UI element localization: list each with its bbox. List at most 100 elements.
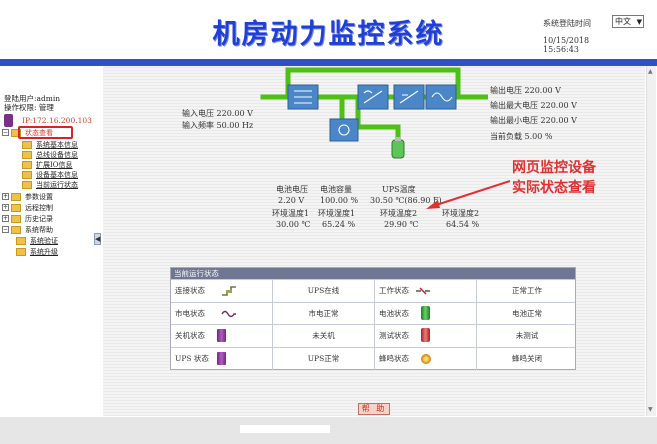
- page-icon: [22, 161, 32, 169]
- page-icon: [22, 141, 32, 149]
- buzzer-status-cell: 蜂鸣状态: [375, 347, 477, 370]
- nav-label: 系统基本信息: [36, 141, 78, 149]
- env-hum1-label: 环境湿度1: [318, 209, 356, 218]
- table-row: 市电状态 市电正常 电池状态 电池正常: [171, 301, 575, 325]
- device-ip-text: IP:172.16.200.103: [22, 116, 92, 125]
- connection-status-value: UPS在线: [273, 280, 375, 303]
- buzzer-icon: [421, 353, 431, 364]
- connection-status-cell: 连接状态: [171, 280, 273, 303]
- output-module-icon: [425, 84, 457, 110]
- expand-icon[interactable]: +: [2, 204, 9, 211]
- shutdown-status-cell: 关机状态: [171, 325, 273, 348]
- folder-icon: [11, 204, 21, 212]
- battery-icon: [217, 329, 226, 342]
- table-row: 连接状态 UPS在线 工作状态 正常工作: [171, 279, 575, 303]
- sidebar-collapse-button[interactable]: ◀: [94, 233, 101, 245]
- nav-label: 系统验证: [30, 237, 58, 245]
- current-load: 当前负载 5.00 %: [490, 132, 553, 141]
- footer-bar: [240, 425, 330, 433]
- expand-icon[interactable]: +: [2, 215, 9, 222]
- battery-voltage-value: 2.20 V: [278, 196, 305, 205]
- header-band: [0, 59, 657, 66]
- input-frequency: 输入频率 50.00 Hz: [182, 121, 254, 130]
- cell-label: 连接状态: [175, 286, 205, 295]
- folder-icon: [11, 215, 21, 223]
- env-temp1-value: 30.00 ℃: [276, 220, 311, 229]
- env-hum2-label: 环境湿度2: [442, 209, 480, 218]
- battery-capacity-label: 电池容量: [320, 185, 352, 194]
- chevron-down-icon: ▼: [636, 18, 642, 26]
- battery-capacity-value: 100.00 %: [320, 196, 359, 205]
- nav-label: 系统帮助: [25, 226, 53, 234]
- collapse-icon[interactable]: −: [2, 226, 9, 233]
- folder-icon: [11, 226, 21, 234]
- sidebar: 登陆用户:admin 操作权限: 管理 IP:172.16.200.103 − …: [0, 66, 93, 416]
- env-hum1-value: 65.24 %: [322, 220, 356, 229]
- cell-label: 测试状态: [379, 331, 409, 340]
- battery-terminal: [395, 137, 401, 141]
- battery-red-icon: [421, 328, 430, 342]
- output-max-voltage: 输出最大电压 220.00 V: [490, 101, 577, 110]
- page-icon: [16, 248, 26, 256]
- output-voltage: 输出电压 220.00 V: [490, 86, 561, 95]
- mains-status-cell: 市电状态: [171, 302, 273, 325]
- charger-module-icon: [329, 118, 359, 142]
- work-status-cell: 工作状态: [375, 280, 477, 303]
- table-row: 关机状态 未关机 测试状态 未测试: [171, 324, 575, 348]
- login-user: 登陆用户:admin: [4, 94, 61, 103]
- header: 机房动力监控系统 系统登陆时间 中文 ▼ 10/15/2018 15:56:43: [0, 0, 657, 58]
- cell-label: 关机状态: [175, 331, 205, 340]
- nav-label: 扩展IO信息: [36, 161, 73, 169]
- ups-status-cell: UPS 状态: [171, 347, 273, 370]
- ups-temp-value: 30.50 ℃(86.90 F): [370, 196, 442, 205]
- page-icon: [22, 151, 32, 159]
- battery-status-value: 电池正常: [512, 308, 542, 318]
- battery-status-cell: 电池状态: [375, 302, 477, 325]
- test-status-value: 未测试: [515, 331, 539, 340]
- buzzer-status-value: 蜂鸣关闭: [512, 353, 542, 363]
- nav-label: 远程控制: [25, 204, 53, 212]
- nav-label: 总线设备信息: [36, 151, 78, 159]
- status-table-title: 当前运行状态: [171, 268, 575, 279]
- nav-label: 当前运行状态: [36, 181, 78, 189]
- bypass-line: [285, 67, 461, 100]
- mains-status-value: 市电正常: [273, 302, 375, 325]
- sine-wave-icon: [221, 310, 236, 317]
- battery-green-icon: [421, 305, 430, 320]
- battery-icon: [217, 351, 226, 365]
- plug-icon: [222, 286, 236, 296]
- ups-flow-diagram: [260, 67, 488, 159]
- env-temp2-label: 环境温度2: [380, 209, 418, 218]
- page-icon: [16, 237, 26, 245]
- login-clock: 15:56:43: [543, 45, 579, 54]
- annotation-callout: 网页监控设备 实际状态查看: [512, 158, 622, 198]
- status-table: 当前运行状态 连接状态 UPS在线 工作状态 正常工作 市电状态 市电正常: [170, 267, 576, 370]
- vertical-scrollbar[interactable]: ▲ ▼: [646, 66, 656, 416]
- server-icon: [4, 114, 13, 127]
- page-icon: [22, 171, 32, 179]
- page-title: 机房动力监控系统: [212, 19, 445, 50]
- language-value: 中文: [615, 17, 631, 26]
- nav-label: 历史记录: [25, 215, 53, 223]
- annotation-arrow: [426, 180, 511, 209]
- expand-icon[interactable]: +: [2, 193, 9, 200]
- scroll-down-icon[interactable]: ▼: [648, 406, 653, 413]
- collapse-icon[interactable]: −: [2, 129, 9, 136]
- folder-icon: [11, 129, 21, 137]
- language-select[interactable]: 中文 ▼: [612, 15, 644, 28]
- output-min-voltage: 输出最小电压 220.00 V: [490, 116, 577, 125]
- env-temp2-value: 29.90 ℃: [384, 220, 419, 229]
- login-time-label: 系统登陆时间: [543, 19, 591, 28]
- selected-highlight: [18, 126, 73, 139]
- cell-label: 蜂鸣状态: [379, 353, 409, 363]
- annotation-line-1: 网页监控设备: [512, 160, 596, 176]
- nav-label: 设备基本信息: [36, 171, 78, 179]
- scroll-up-icon[interactable]: ▲: [648, 68, 653, 75]
- login-date: 10/15/2018: [543, 36, 590, 45]
- input-voltage: 输入电压 220.00 V: [182, 109, 253, 118]
- ups-status-value: UPS正常: [273, 347, 375, 370]
- work-status-value: 正常工作: [512, 286, 542, 295]
- help-button[interactable]: 帮 助: [358, 403, 390, 415]
- cell-label: 电池状态: [379, 308, 409, 318]
- env-temp1-label: 环境温度1: [272, 209, 310, 218]
